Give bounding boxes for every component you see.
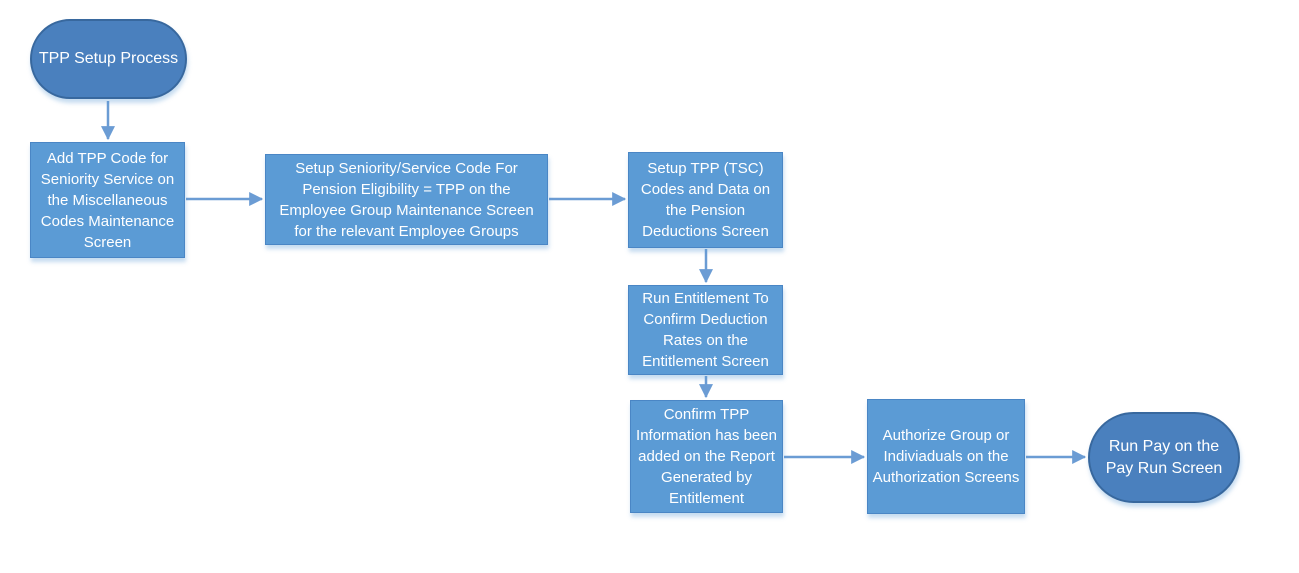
flow-node-label: Run Pay on the Pay Run Screen: [1105, 437, 1223, 477]
flow-node-run-pay-terminator: Run Pay on the Pay Run Screen: [1088, 412, 1240, 503]
flow-node-setup-tsc-codes: Setup TPP (TSC) Codes and Data on the Pe…: [628, 152, 783, 248]
flow-node-label: Run Entitlement To Confirm Deduction Rat…: [642, 290, 769, 370]
flow-node-start-terminator: TPP Setup Process: [30, 19, 187, 99]
flow-node-setup-seniority-code: Setup Seniority/Service Code For Pension…: [265, 154, 548, 245]
flow-node-label: Authorize Group or Indiviaduals on the A…: [872, 427, 1020, 486]
flow-node-label: Setup TPP (TSC) Codes and Data on the Pe…: [640, 160, 771, 240]
flow-node-run-entitlement: Run Entitlement To Confirm Deduction Rat…: [628, 285, 783, 375]
flow-node-label: Add TPP Code for Seniority Service on th…: [40, 149, 175, 251]
flow-node-label: Confirm TPP Information has been added o…: [636, 406, 777, 507]
flow-node-label: Setup Seniority/Service Code For Pension…: [279, 159, 534, 240]
flow-node-authorize-group: Authorize Group or Indiviaduals on the A…: [867, 399, 1025, 514]
flow-node-confirm-tpp-info: Confirm TPP Information has been added o…: [630, 400, 783, 513]
flow-node-add-tpp-code: Add TPP Code for Seniority Service on th…: [30, 142, 185, 258]
flow-node-label: TPP Setup Process: [38, 50, 179, 67]
